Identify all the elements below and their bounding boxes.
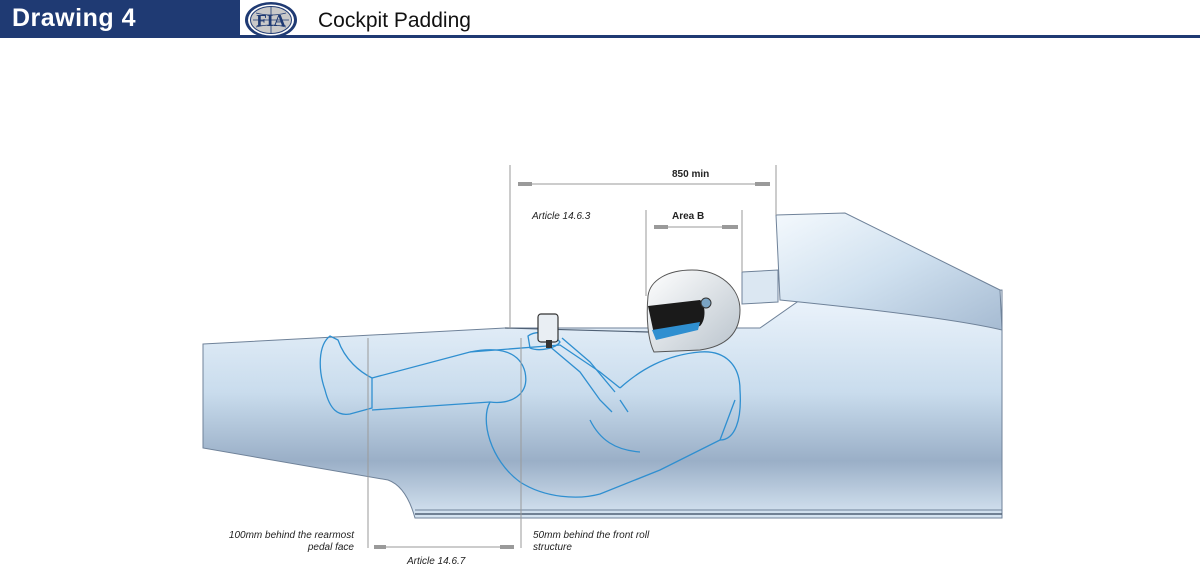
engine-cover [775,212,1003,331]
logo-text: FIA [256,11,286,30]
chassis-body [202,289,1003,519]
fia-logo-icon: FIA [245,2,297,38]
rear-pedal-note-line2: pedal face [307,542,354,553]
front-roll-note-line1: 50mm behind the front roll [533,530,650,541]
front-roll-note-line2: structure [533,542,572,553]
article-1467-label: Article 14.6.7 [407,556,466,567]
cockpit-rim [504,327,649,333]
steering-wheel [537,313,559,348]
header-rule [0,35,1200,38]
drawing-number: Drawing 4 [12,4,136,32]
article-1463-label: Article 14.6.3 [532,211,591,222]
dimension-lines [367,165,777,549]
roll-structure [741,269,779,305]
helmet [646,269,741,353]
area-b-label: Area B [672,211,705,222]
driver-outline [319,331,741,498]
rear-pedal-note-line1: 100mm behind the rearmost [228,530,354,541]
header-bar: Drawing 4 FIA Cockpit Padding [0,0,1200,40]
page-title: Cockpit Padding [318,9,471,32]
drawing-tab: Drawing 4 [0,0,240,36]
dimension-850-label: 850 min [672,169,710,180]
